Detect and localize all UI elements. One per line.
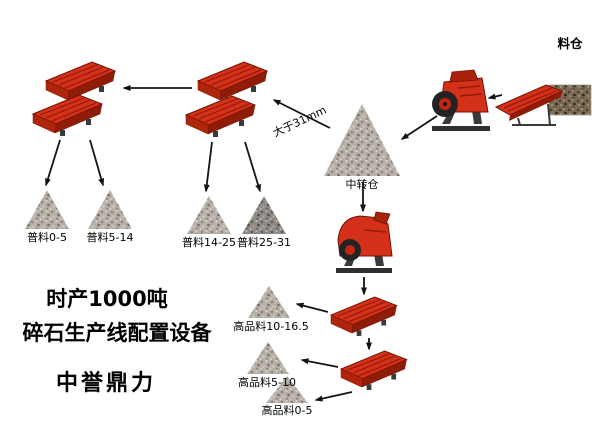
arrow-transfer-to-screens	[272, 99, 331, 129]
pile-premium-10-16	[248, 286, 290, 318]
hammer-crusher	[432, 69, 490, 131]
transfer-bin-pile	[324, 104, 400, 176]
label-pile-ordinary-0-5: 普料0-5	[27, 231, 67, 244]
fine-screen-2	[340, 350, 408, 391]
pile-ordinary-14-25	[187, 196, 231, 234]
arrow-to-premium-10-16	[295, 302, 329, 313]
vibrating-feeder	[494, 84, 564, 126]
arrow-to-pile-25-31	[244, 141, 261, 193]
label-silo: 料仓	[557, 36, 583, 51]
vibrating-screen-2	[32, 94, 103, 137]
pile-premium-5-10	[247, 342, 289, 374]
gravel-piles	[25, 104, 400, 403]
label-pile-premium-5-10: 高品料5-10	[238, 376, 296, 389]
arrow-crusher-to-transfer	[400, 115, 438, 140]
pile-premium-0-5	[266, 376, 308, 403]
arrow-to-premium-5-10	[300, 358, 339, 368]
pile-ordinary-5-14	[88, 190, 132, 229]
arrow-feeder-to-crusher	[487, 93, 503, 100]
fine-screen-1	[330, 296, 398, 337]
arrow-to-pile-5-14	[89, 139, 105, 187]
arrow-to-pile-0-5	[45, 139, 61, 187]
title-line-1: 时产1000吨	[46, 287, 168, 311]
vibrating-screen-4	[185, 95, 256, 138]
title-line-2: 碎石生产线配置设备	[22, 321, 212, 345]
secondary-crusher	[336, 211, 393, 273]
flow-arrows	[45, 85, 503, 402]
label-pile-premium-0-5: 高品料0-5	[261, 404, 313, 417]
brand-name: 中誉鼎力	[55, 371, 157, 396]
label-pile-ordinary-14-25: 普料14-25	[182, 236, 236, 249]
label-pile-ordinary-5-14: 普料5-14	[86, 231, 134, 244]
pile-ordinary-0-5	[25, 190, 69, 229]
pile-ordinary-25-31	[242, 196, 286, 234]
arrow-to-pile-14-25	[203, 141, 213, 193]
label-pile-ordinary-25-31: 普料25-31	[237, 236, 291, 249]
arrow-to-premium-0-5	[314, 391, 353, 402]
label-transfer-bin: 中转仓	[345, 178, 379, 191]
label-pile-premium-10-16: 高品料10-16.5	[233, 320, 309, 333]
